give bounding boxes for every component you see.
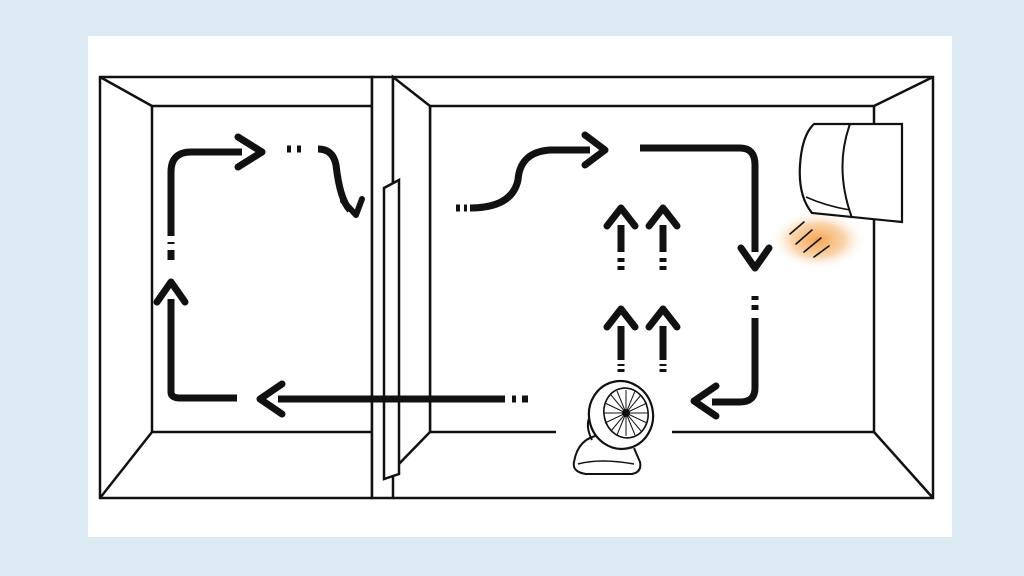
airflow-ac-loop-arrow xyxy=(456,131,773,420)
airflow-upward-arrow xyxy=(603,204,681,372)
rooms-outline xyxy=(98,75,935,500)
partition-wall xyxy=(370,74,432,500)
open-door-panel xyxy=(382,177,401,481)
ac-vent-lines xyxy=(789,221,830,258)
airflow-arrows xyxy=(153,131,773,420)
airflow-loop-arrow xyxy=(153,133,365,402)
diagram-card xyxy=(88,36,952,537)
airflow-diagram xyxy=(98,74,935,500)
circulator-fan-icon xyxy=(556,372,672,480)
air-conditioner-icon xyxy=(770,122,904,270)
airflow-through-door-arrow xyxy=(256,380,528,418)
